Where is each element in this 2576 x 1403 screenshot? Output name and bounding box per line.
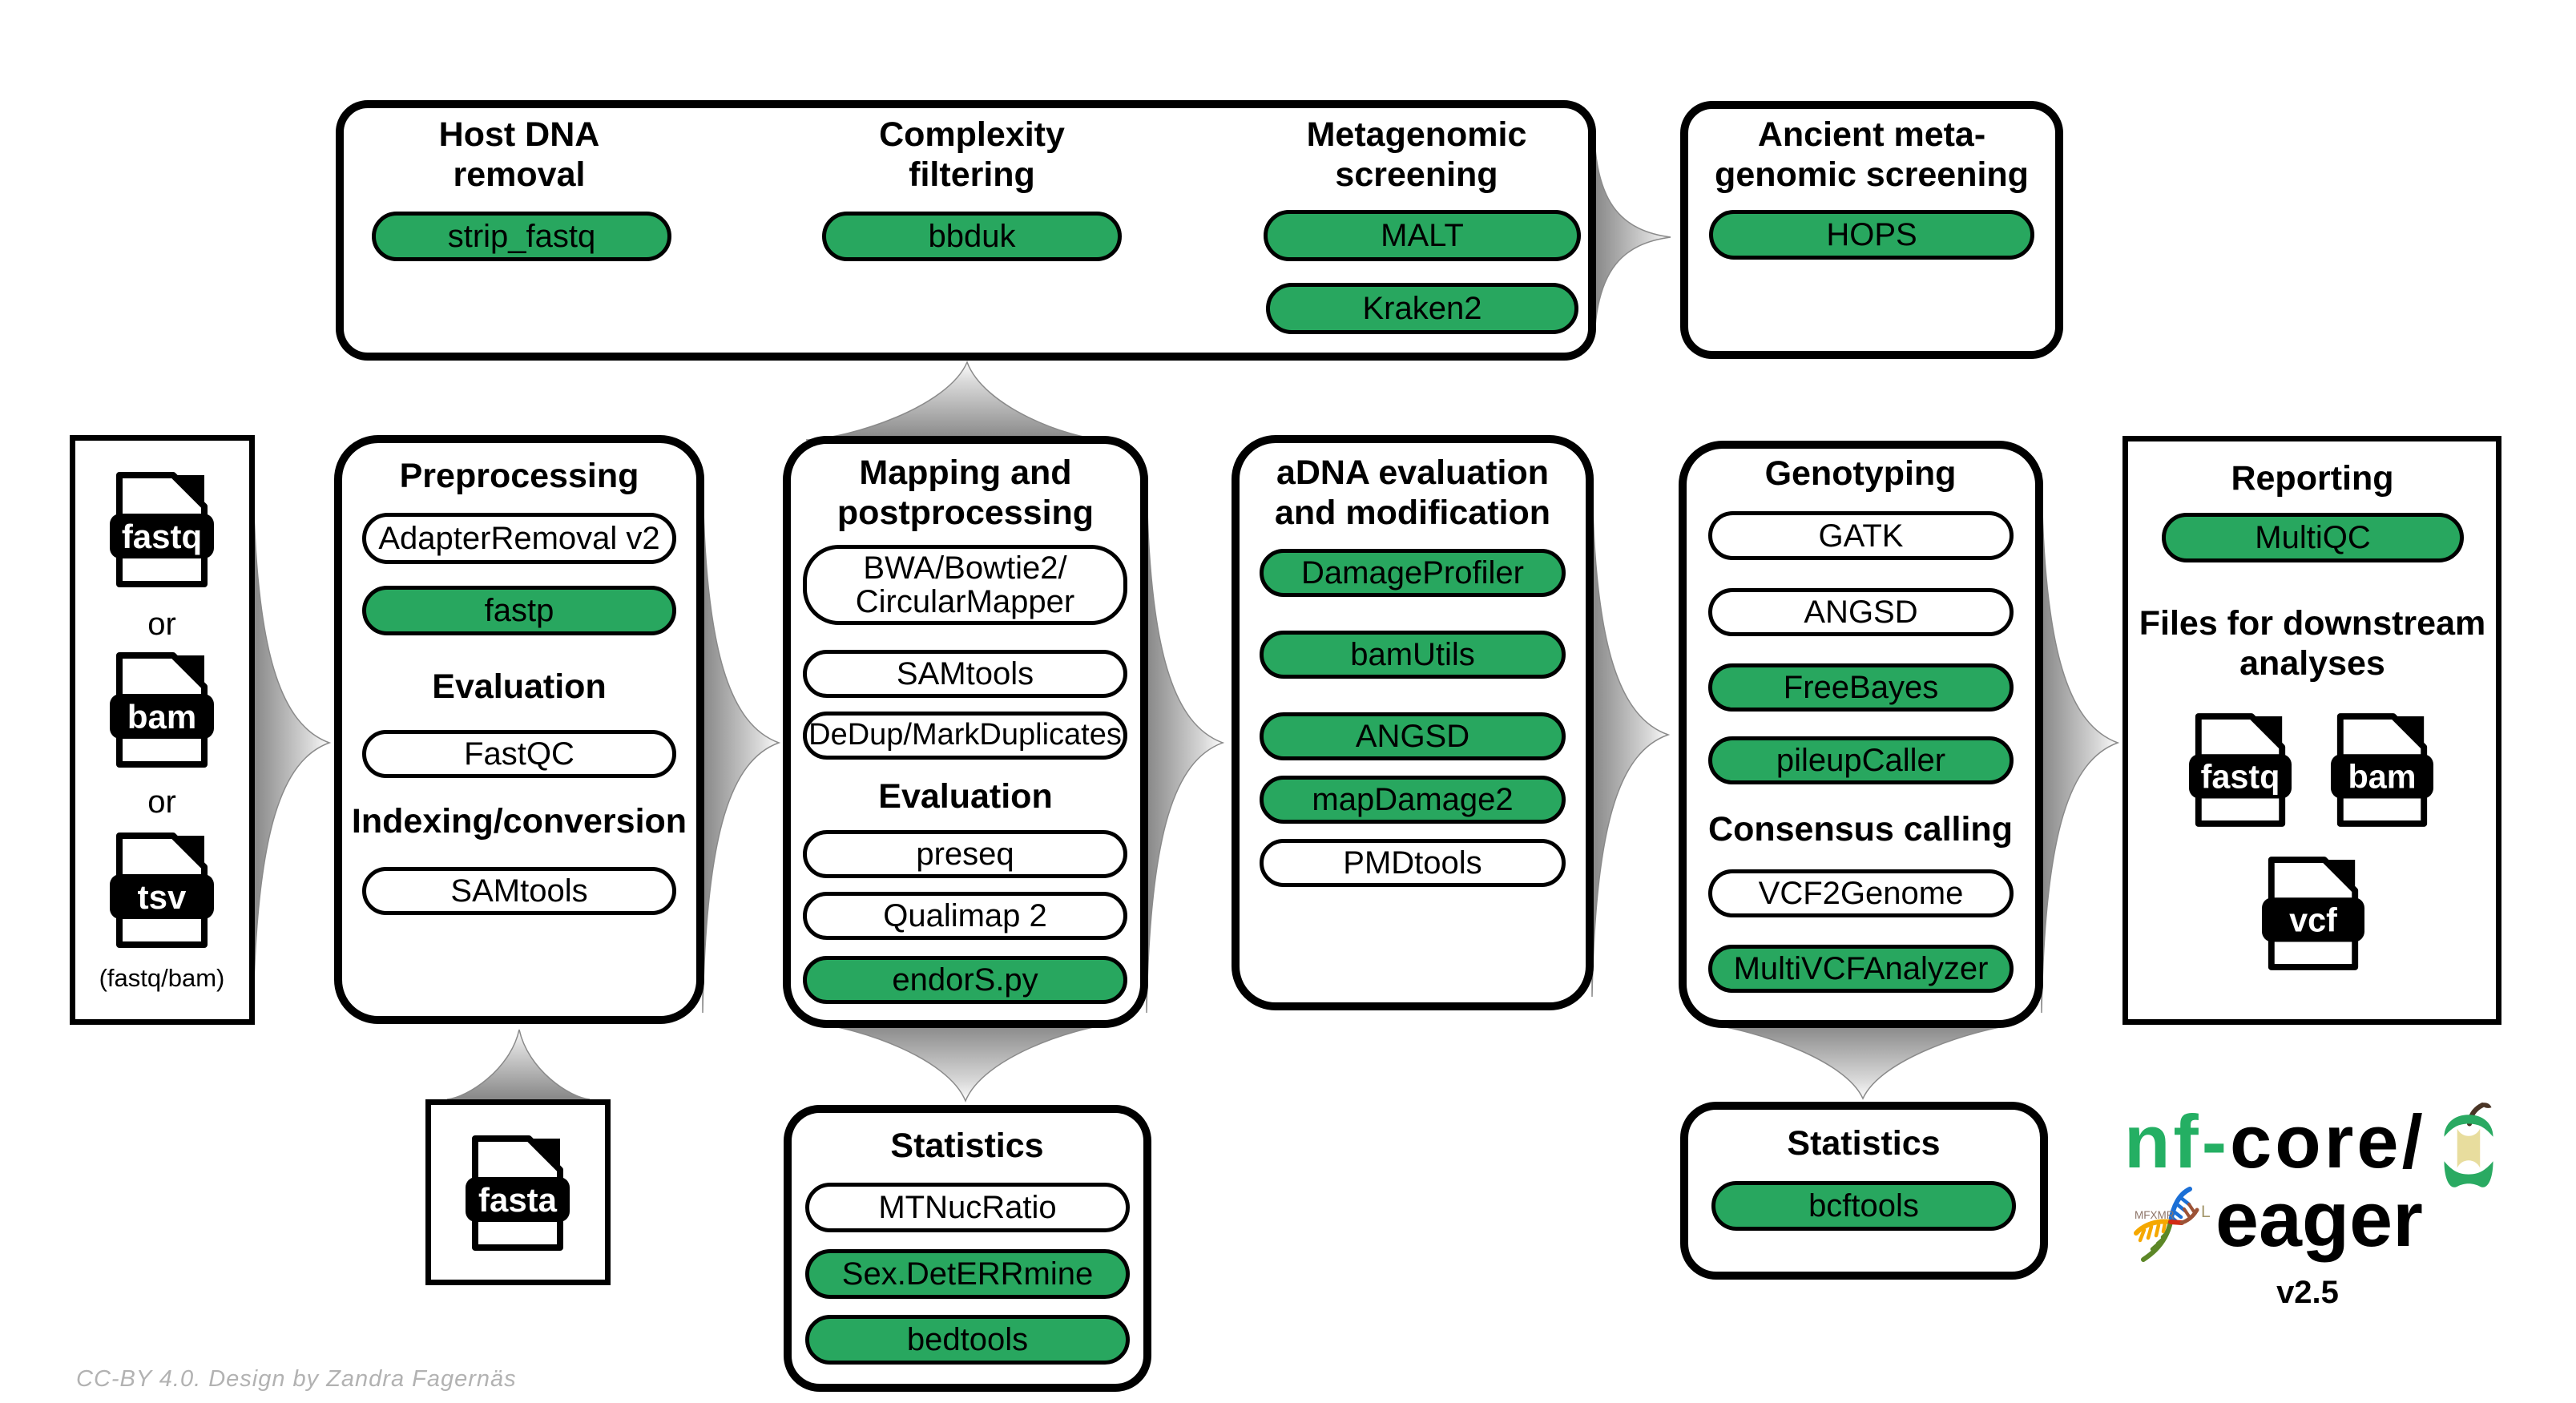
svg-text:fastq: fastq: [122, 518, 202, 555]
svg-text:tsv: tsv: [138, 878, 187, 916]
svg-text:fasta: fasta: [478, 1181, 558, 1219]
svg-text:fastq: fastq: [2201, 759, 2280, 796]
svg-text:MFXMR: MFXMR: [2135, 1209, 2175, 1221]
svg-text:bam: bam: [127, 698, 196, 736]
svg-text:L: L: [2201, 1203, 2211, 1221]
svg-text:vcf: vcf: [2289, 902, 2337, 939]
svg-text:bam: bam: [2348, 759, 2416, 796]
